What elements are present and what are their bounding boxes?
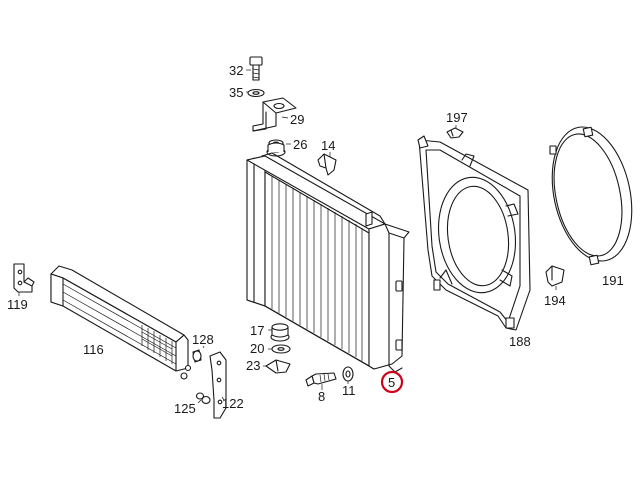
callout-8[interactable]: 8 bbox=[318, 389, 325, 404]
part-clip-197[interactable] bbox=[446, 127, 464, 139]
part-bracket-29[interactable] bbox=[252, 97, 297, 132]
callout-32[interactable]: 32 bbox=[229, 63, 243, 78]
part-fan-ring-191[interactable] bbox=[541, 120, 640, 269]
part-clip-23[interactable] bbox=[265, 359, 291, 374]
part-washer-20[interactable] bbox=[271, 344, 291, 354]
radiator-fin-lines bbox=[271, 176, 363, 361]
part-washer-35[interactable] bbox=[247, 88, 265, 98]
callout-17[interactable]: 17 bbox=[250, 323, 264, 338]
part-clip-14[interactable] bbox=[317, 153, 337, 176]
part-radiator[interactable] bbox=[246, 142, 410, 373]
part-fan-shroud-188[interactable] bbox=[417, 135, 531, 331]
part-grommet-125[interactable] bbox=[195, 392, 211, 405]
callout-188[interactable]: 188 bbox=[509, 334, 531, 349]
callout-35[interactable]: 35 bbox=[229, 85, 243, 100]
part-bracket-122[interactable] bbox=[209, 351, 227, 419]
callout-125[interactable]: 125 bbox=[174, 401, 196, 416]
callout-5-highlight[interactable] bbox=[380, 370, 404, 394]
callout-119[interactable]: 119 bbox=[7, 297, 28, 312]
part-washer-11[interactable] bbox=[342, 366, 354, 382]
callout-labels: 32 35 29 26 14 197 119 116 128 17 20 23 … bbox=[7, 63, 624, 416]
callout-191[interactable]: 191 bbox=[602, 273, 624, 288]
part-bolt-32[interactable] bbox=[249, 56, 263, 81]
part-bracket-119[interactable] bbox=[13, 263, 35, 293]
callout-20[interactable]: 20 bbox=[250, 341, 264, 356]
part-drain-plug-8[interactable] bbox=[305, 372, 337, 387]
callout-116[interactable]: 116 bbox=[83, 342, 104, 357]
callout-11[interactable]: 11 bbox=[342, 383, 356, 398]
callout-194[interactable]: 194 bbox=[544, 293, 566, 308]
callout-23[interactable]: 23 bbox=[246, 358, 260, 373]
part-oil-cooler-116[interactable] bbox=[50, 265, 192, 380]
callout-197[interactable]: 197 bbox=[446, 110, 468, 125]
callout-26[interactable]: 26 bbox=[293, 137, 307, 152]
oil-cooler-grid bbox=[141, 325, 173, 364]
callout-29[interactable]: 29 bbox=[290, 112, 304, 127]
callout-122[interactable]: 122 bbox=[222, 396, 244, 411]
part-clip-194[interactable] bbox=[545, 265, 565, 287]
callout-5[interactable]: 5 bbox=[388, 375, 395, 390]
part-mount-17[interactable] bbox=[270, 323, 290, 342]
part-grommet-128[interactable] bbox=[192, 349, 202, 363]
highlight-ring bbox=[380, 370, 404, 394]
callout-14[interactable]: 14 bbox=[321, 138, 335, 153]
callout-128[interactable]: 128 bbox=[192, 332, 214, 347]
